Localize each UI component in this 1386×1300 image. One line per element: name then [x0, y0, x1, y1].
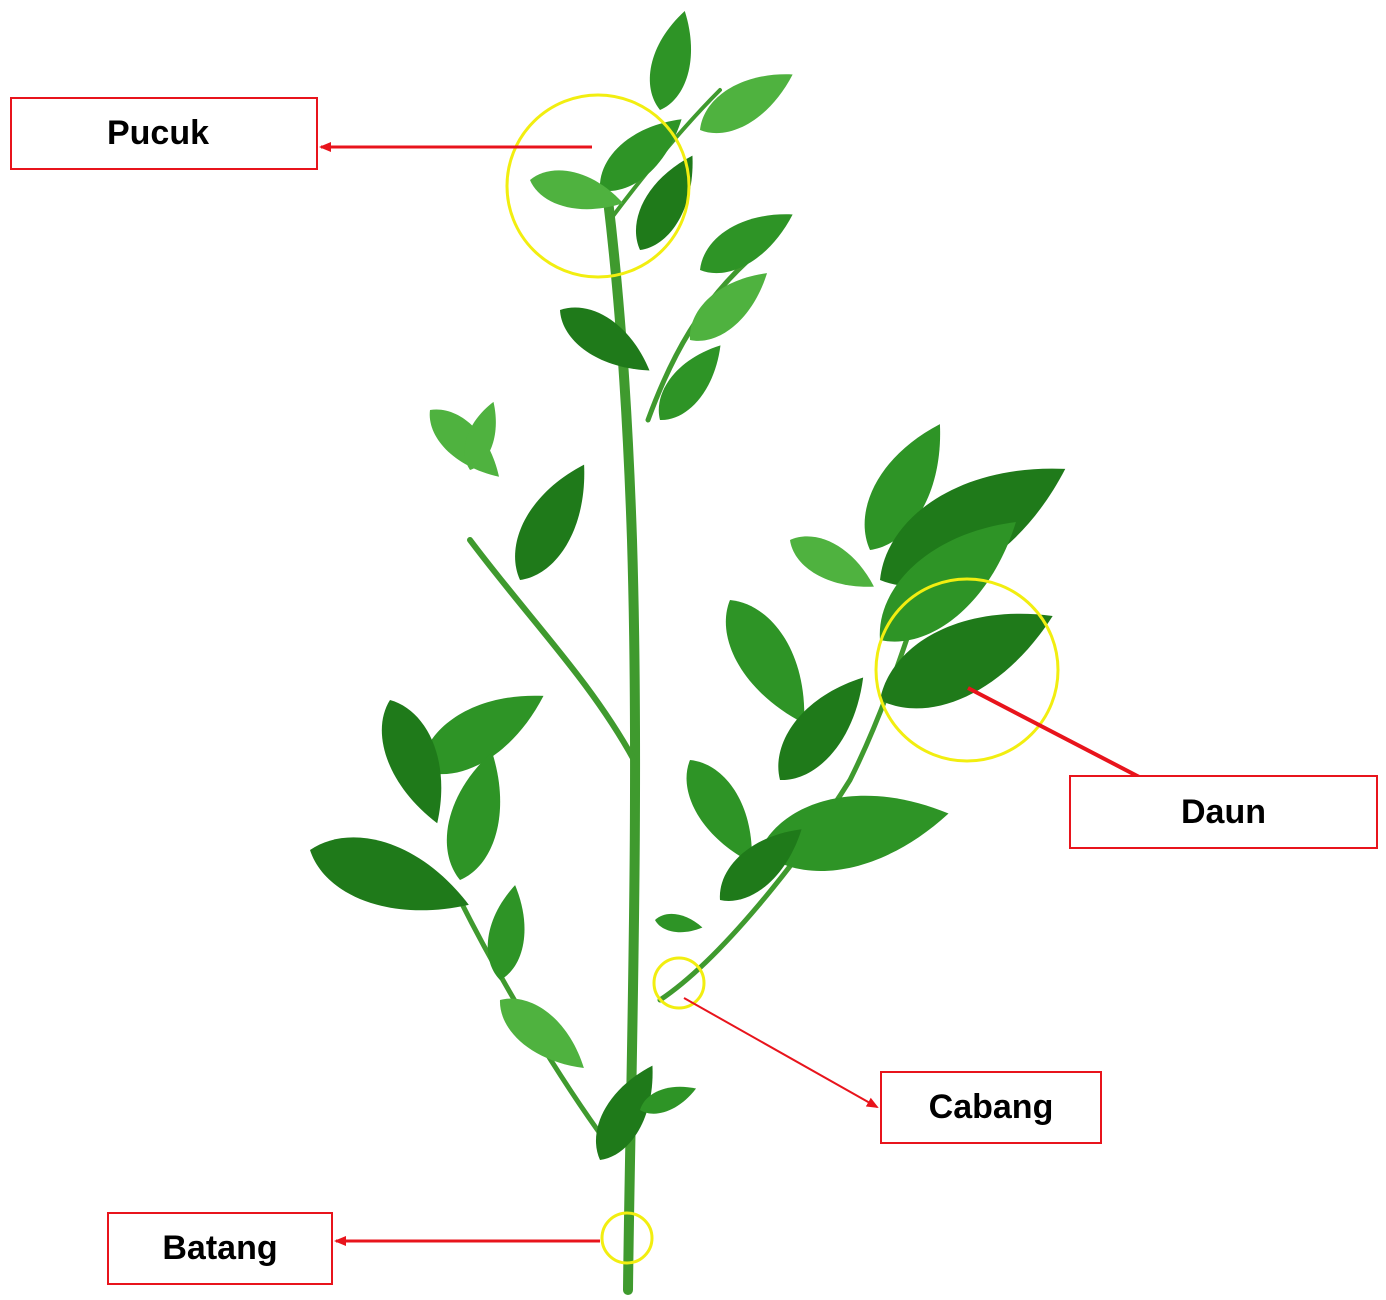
batang-label-box: Batang: [107, 1212, 333, 1285]
daun-label: Daun: [1181, 793, 1266, 832]
cabang-arrow: [684, 998, 877, 1107]
daun-label-box: Daun: [1069, 775, 1378, 849]
cabang-label-box: Cabang: [880, 1071, 1102, 1144]
pucuk-label: Pucuk: [107, 114, 209, 153]
pucuk-label-box: Pucuk: [10, 97, 318, 170]
cabang-label: Cabang: [929, 1088, 1054, 1127]
leaves: [300, 6, 1086, 1169]
batang-label: Batang: [162, 1229, 277, 1268]
